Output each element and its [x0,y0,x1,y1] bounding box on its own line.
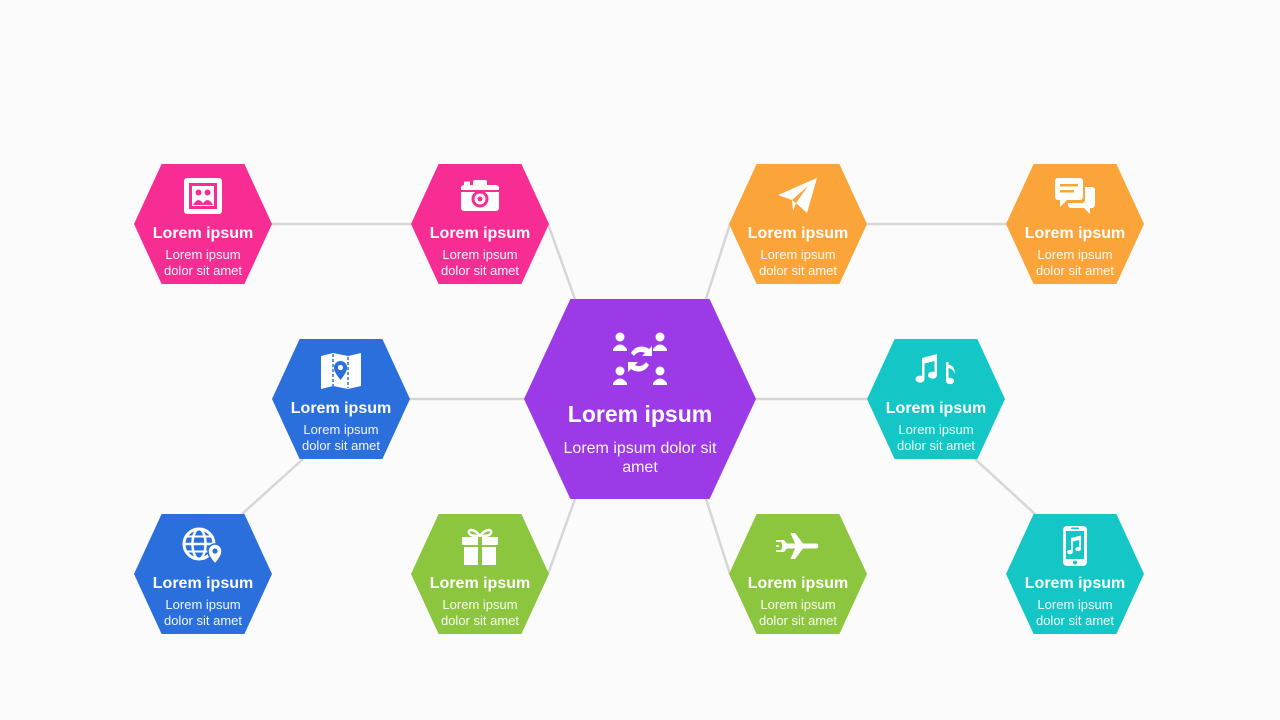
node-title: Lorem ipsum [1024,225,1126,242]
hexagon-node-phone-music: Lorem ipsum Lorem ipsum dolor sit amet [1006,514,1144,634]
connector-line [546,498,577,575]
connector-line [546,223,577,300]
chat-bubbles-icon [1053,176,1097,216]
node-title: Lorem ipsum [290,400,392,417]
node-title: Lorem ipsum [747,575,849,592]
node-description: Lorem ipsum dolor sit amet [440,597,520,628]
node-description: Lorem ipsum dolor sit amet [896,422,976,453]
node-title: Lorem ipsum [152,575,254,592]
hexagon-node-photo-gallery: Lorem ipsum Lorem ipsum dolor sit amet [134,164,272,284]
node-title: Lorem ipsum [747,225,849,242]
globe-location-icon [181,526,225,566]
hexagon-node-airplane: Lorem ipsum Lorem ipsum dolor sit amet [729,514,867,634]
hexagon-node-chat: Lorem ipsum Lorem ipsum dolor sit amet [1006,164,1144,284]
hexagon-node-globe: Lorem ipsum Lorem ipsum dolor sit amet [134,514,272,634]
node-description: Lorem ipsum dolor sit amet [758,247,838,278]
camera-icon [458,176,502,216]
node-title: Lorem ipsum [1024,575,1126,592]
hexagon-node-paper-plane: Lorem ipsum Lorem ipsum dolor sit amet [729,164,867,284]
airplane-icon [776,526,820,566]
music-notes-icon [914,351,958,391]
node-description: Lorem ipsum dolor sit amet [301,422,381,453]
node-description: Lorem ipsum dolor sit amet [1035,247,1115,278]
node-description: Lorem ipsum dolor sit amet [163,597,243,628]
hexagon-node-map: Lorem ipsum Lorem ipsum dolor sit amet [272,339,410,459]
connector-line [704,223,732,300]
node-description: Lorem ipsum dolor sit amet [1035,597,1115,628]
center-description: Lorem ipsum dolor sit amet [563,440,717,476]
node-description: Lorem ipsum dolor sit amet [758,597,838,628]
hexagon-node-music: Lorem ipsum Lorem ipsum dolor sit amet [867,339,1005,459]
node-title: Lorem ipsum [429,575,531,592]
node-description: Lorem ipsum dolor sit amet [440,247,520,278]
node-title: Lorem ipsum [429,225,531,242]
people-cycle-icon [610,329,670,389]
connector-line [974,458,1036,515]
paper-plane-icon [776,176,820,216]
connector-line [241,458,304,515]
phone-music-icon [1053,526,1097,566]
node-title: Lorem ipsum [885,400,987,417]
gift-icon [458,526,502,566]
center-hexagon: Lorem ipsum Lorem ipsum dolor sit amet [524,299,756,499]
map-pin-icon [319,351,363,391]
hexagon-node-camera: Lorem ipsum Lorem ipsum dolor sit amet [411,164,549,284]
connector-line [704,498,732,575]
node-description: Lorem ipsum dolor sit amet [163,247,243,278]
photo-gallery-icon [181,176,225,216]
hexagon-node-gift: Lorem ipsum Lorem ipsum dolor sit amet [411,514,549,634]
center-title: Lorem ipsum [567,401,713,427]
node-title: Lorem ipsum [152,225,254,242]
